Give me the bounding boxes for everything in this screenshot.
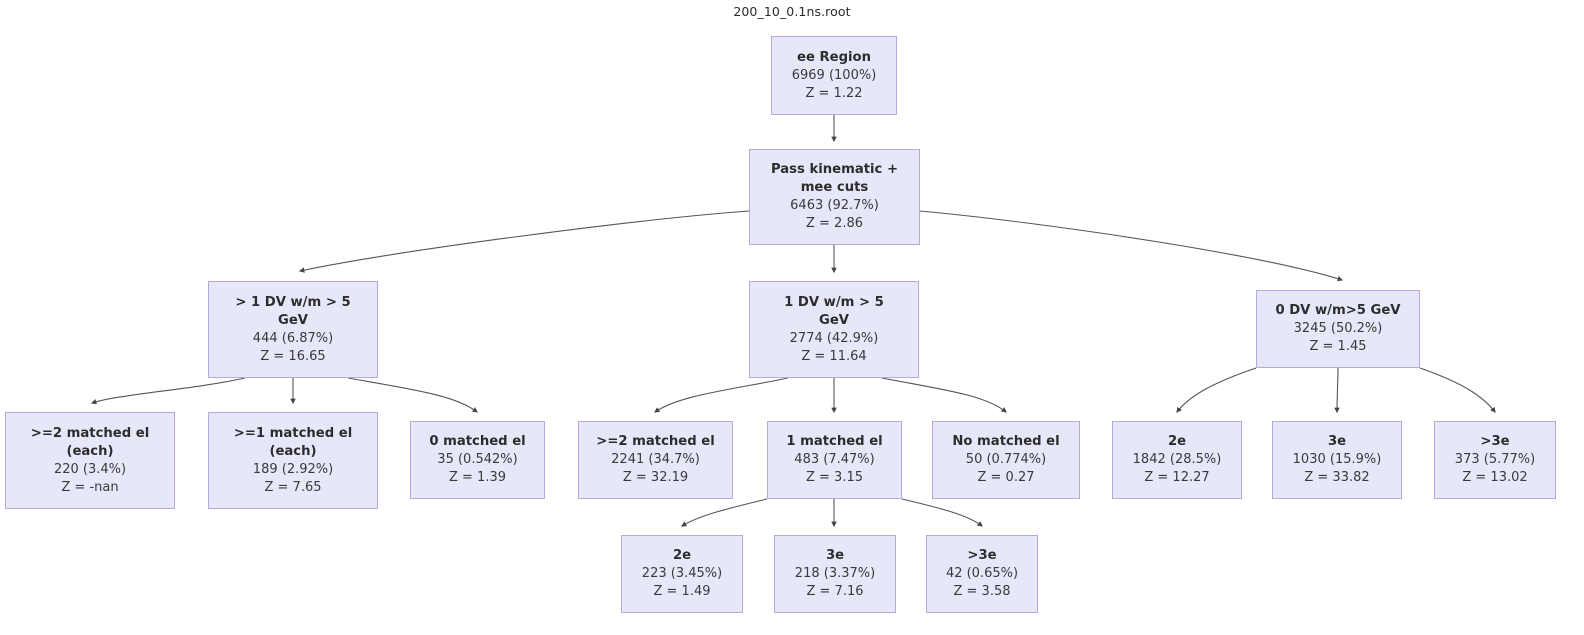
node-count: 42 (0.65%) [945, 566, 1019, 582]
node-count: 218 (3.37%) [794, 566, 876, 582]
edge-one_dv-to-no_matched [881, 377, 1007, 413]
edge-one_dv-to-ge2_matched [654, 377, 789, 413]
node-no_matched[interactable]: No matched el 50 (0.774%) Z = 0.27 [932, 421, 1080, 499]
node-count: 6969 (100%) [791, 67, 877, 83]
node-label: 1 matched el [786, 434, 883, 450]
diagram-title: 200_10_0.1ns.root [733, 4, 851, 19]
node-count: 2774 (42.9%) [789, 330, 879, 346]
node-count: 373 (5.77%) [1454, 452, 1536, 468]
node-zero_dv_3e[interactable]: 3e 1030 (15.9%) Z = 33.82 [1272, 421, 1402, 499]
node-significance: Z = 1.39 [448, 470, 506, 486]
node-count: 189 (2.92%) [252, 461, 334, 477]
node-label: Pass kinematic + mee cuts [770, 162, 899, 196]
edge-zero_dv-to-zero_dv_2e [1176, 367, 1257, 413]
node-label: >=1 matched el (each) [233, 425, 353, 459]
edge-zero_dv-to-zero_dv_gt3e [1419, 367, 1496, 413]
edge-pass_cuts-to-zero_dv [919, 210, 1344, 282]
edge-pass_cuts-to-gt1_dv [298, 210, 750, 273]
node-one_dv[interactable]: 1 DV w/m > 5 GeV 2774 (42.9%) Z = 11.64 [749, 281, 919, 378]
node-label: >=2 matched el [596, 434, 715, 450]
node-count: 35 (0.542%) [437, 452, 518, 468]
node-significance: Z = 32.19 [622, 470, 689, 486]
node-zero_dv[interactable]: 0 DV w/m>5 GeV 3245 (50.2%) Z = 1.45 [1256, 290, 1420, 368]
node-label: ee Region [797, 49, 871, 65]
node-ee_region[interactable]: ee Region 6969 (100%) Z = 1.22 [771, 36, 897, 115]
node-significance: Z = 13.02 [1462, 470, 1528, 486]
node-label: 0 DV w/m>5 GeV [1275, 303, 1401, 319]
node-significance: Z = 7.65 [264, 479, 322, 495]
edge-gt1_dv-to-ge2_matched_each [90, 377, 246, 405]
node-label: 2e [1167, 434, 1187, 450]
node-label: 0 matched el [429, 434, 526, 450]
node-significance: Z = 16.65 [260, 348, 326, 364]
node-label: >3e [967, 548, 997, 564]
node-label: 3e [825, 548, 845, 564]
node-significance: Z = 0.27 [977, 470, 1035, 486]
edge-zero_dv-to-zero_dv_3e [1334, 367, 1340, 414]
node-significance: Z = 3.15 [805, 470, 863, 486]
node-label: > 1 DV w/m > 5 GeV [235, 294, 351, 328]
node-count: 1030 (15.9%) [1292, 452, 1382, 468]
edge-one_matched-to-one_matched_2e [681, 498, 768, 527]
node-ge2_matched[interactable]: >=2 matched el 2241 (34.7%) Z = 32.19 [578, 421, 733, 499]
node-significance: Z = 33.82 [1304, 470, 1370, 486]
node-significance: Z = 3.58 [953, 584, 1011, 600]
node-count: 1842 (28.5%) [1132, 452, 1222, 468]
node-significance: Z = 1.49 [653, 584, 711, 600]
node-label: >=2 matched el (each) [30, 425, 150, 459]
node-count: 220 (3.4%) [53, 461, 127, 477]
node-label: No matched el [952, 434, 1060, 450]
node-label: 2e [672, 548, 692, 564]
node-pass_cuts[interactable]: Pass kinematic + mee cuts 6463 (92.7%) Z =… [749, 149, 920, 245]
node-significance: Z = 11.64 [801, 348, 867, 364]
node-count: 483 (7.47%) [794, 452, 875, 468]
node-gt1_dv[interactable]: > 1 DV w/m > 5 GeV 444 (6.87%) Z = 16.65 [208, 281, 378, 378]
node-zero_dv_gt3e[interactable]: >3e 373 (5.77%) Z = 13.02 [1434, 421, 1556, 499]
node-label: >3e [1480, 434, 1510, 450]
edge-one_matched-to-one_matched_gt3e [901, 498, 983, 527]
node-zero_matched[interactable]: 0 matched el 35 (0.542%) Z = 1.39 [410, 421, 545, 499]
node-ge1_matched_each[interactable]: >=1 matched el (each) 189 (2.92%) Z = 7.65 [208, 412, 378, 509]
node-count: 3245 (50.2%) [1293, 321, 1383, 337]
node-significance: Z = 2.86 [805, 216, 863, 232]
node-ge2_matched_each[interactable]: >=2 matched el (each) 220 (3.4%) Z = -nan [5, 412, 175, 509]
node-count: 2241 (34.7%) [611, 452, 700, 468]
edge-gt1_dv-to-zero_matched [347, 377, 478, 413]
node-significance: Z = 7.16 [806, 584, 864, 600]
node-count: 223 (3.45%) [641, 566, 723, 582]
node-label: 3e [1327, 434, 1347, 450]
node-count: 50 (0.774%) [965, 452, 1047, 468]
node-one_matched[interactable]: 1 matched el 483 (7.47%) Z = 3.15 [767, 421, 902, 499]
node-zero_dv_2e[interactable]: 2e 1842 (28.5%) Z = 12.27 [1112, 421, 1242, 499]
node-one_matched_3e[interactable]: 3e 218 (3.37%) Z = 7.16 [774, 535, 896, 613]
node-label: 1 DV w/m > 5 GeV [784, 294, 884, 328]
node-significance: Z = 1.45 [1309, 339, 1367, 355]
node-significance: Z = 1.22 [805, 85, 863, 101]
node-significance: Z = 12.27 [1144, 470, 1210, 486]
node-count: 6463 (92.7%) [790, 198, 879, 214]
node-significance: Z = -nan [61, 479, 119, 495]
node-one_matched_gt3e[interactable]: >3e 42 (0.65%) Z = 3.58 [926, 535, 1038, 613]
node-count: 444 (6.87%) [252, 330, 334, 346]
node-one_matched_2e[interactable]: 2e 223 (3.45%) Z = 1.49 [621, 535, 743, 613]
